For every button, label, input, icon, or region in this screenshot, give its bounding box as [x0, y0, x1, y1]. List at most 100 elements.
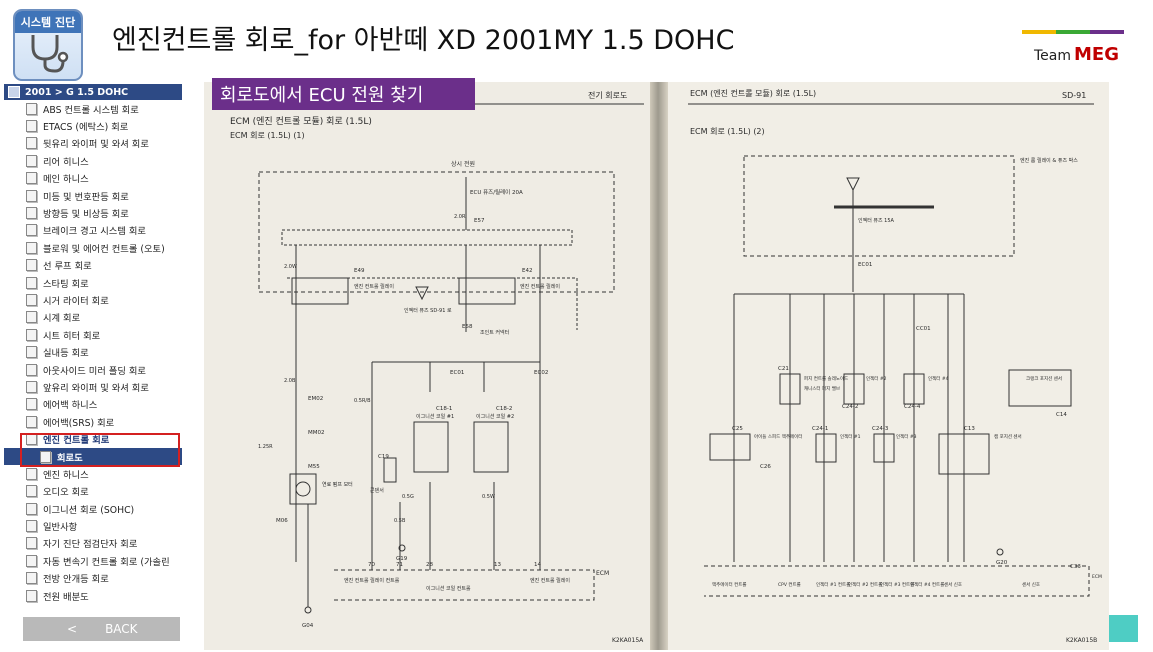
left-connector-label: E57: [474, 218, 485, 224]
left-wire-label: 2.0B: [284, 378, 296, 384]
tree-item[interactable]: 에어백(SRS) 회로: [4, 413, 182, 430]
tree-item[interactable]: 실내등 회로: [4, 343, 182, 360]
tree-item[interactable]: 아웃사이드 미러 폴딩 회로: [4, 361, 182, 378]
left-connector-label: EC01: [450, 370, 464, 376]
tree-item[interactable]: 미등 및 번호판등 회로: [4, 187, 182, 204]
tree-item[interactable]: 시거 라이터 회로: [4, 291, 182, 308]
brand-color-bar: [1022, 30, 1124, 34]
page-icon: [26, 293, 37, 306]
left-connector-label: G04: [302, 623, 314, 629]
tree-item[interactable]: 에어백 하니스: [4, 396, 182, 413]
tree-item[interactable]: 전원 배분도: [4, 587, 182, 604]
right-connector-label: C33: [1070, 564, 1081, 570]
tree-item[interactable]: 엔진 컨트롤 회로: [4, 430, 182, 447]
tree-item-label: 자기 진단 점검단자 회로: [43, 539, 138, 551]
right-page-code: K2KA015B: [1066, 637, 1097, 644]
app-logo[interactable]: 시스템 진단: [13, 9, 83, 81]
tree-item[interactable]: 블로워 및 에어컨 컨트롤 (오토): [4, 239, 182, 256]
app-logo-label: 시스템 진단: [15, 11, 81, 33]
page-title: 엔진컨트롤 회로_for 아반떼 XD 2001MY 1.5 DOHC: [112, 25, 735, 56]
right-bottom-label: 액추에이터 컨트롤: [712, 581, 747, 588]
left-wire-label: 0.5R/B: [354, 398, 371, 404]
tree-item[interactable]: 시트 히터 회로: [4, 326, 182, 343]
left-connector-label: C18-1: [436, 406, 452, 412]
tree-item[interactable]: 앞유리 와이퍼 및 와셔 회로: [4, 378, 182, 395]
tree-item-label: 스타팅 회로: [43, 278, 89, 290]
tree-item[interactable]: 자기 진단 점검단자 회로: [4, 535, 182, 552]
tree-item[interactable]: 뒷유리 와이퍼 및 와셔 회로: [4, 135, 182, 152]
tree-item[interactable]: 이그니션 회로 (SOHC): [4, 500, 182, 517]
left-ecm-label: ECM: [596, 570, 609, 577]
left-connector-label: M06: [276, 518, 288, 524]
bottom-mid-label: 이그니션 코일 컨트롤: [426, 585, 471, 592]
right-bottom-label: 센서 신호: [944, 581, 962, 588]
page-icon: [26, 398, 37, 411]
left-connector-label: E58: [462, 324, 473, 330]
tree-item[interactable]: 리어 히니스: [4, 152, 182, 169]
tree-item[interactable]: 오디오 회로: [4, 483, 182, 500]
tree-root-label: 2001 > G 1.5 DOHC: [25, 86, 129, 98]
right-connector-label: C24-1: [812, 426, 828, 432]
joint-connector-label: 조인트 커넥터: [480, 329, 509, 336]
book-icon: [8, 86, 20, 98]
left-connector-label: EC02: [534, 370, 548, 376]
page-icon: [26, 241, 37, 254]
left-terminal-number: 28: [426, 562, 433, 568]
left-terminal-number: 71: [396, 562, 403, 568]
tree-item[interactable]: 메인 하니스: [4, 170, 182, 187]
left-connector-label: EM02: [308, 396, 323, 402]
next-button[interactable]: [1109, 615, 1138, 642]
tree-item-label: 실내등 회로: [43, 348, 89, 360]
ignition-fuse-label: 인젝터 퓨즈 SD-91 로: [404, 307, 452, 314]
tree-item[interactable]: 선 루프 회로: [4, 257, 182, 274]
bottom-left-label: 엔진 컨트롤 릴레이 컨트롤: [344, 577, 400, 584]
left-wire-label: 2.0R: [454, 214, 466, 220]
page-icon: [26, 207, 37, 220]
page-icon: [26, 328, 37, 341]
page-icon: [26, 363, 37, 376]
right-component-label: 인젝터 #3: [896, 433, 917, 440]
page-icon: [26, 102, 37, 115]
right-connector-label: C21: [778, 366, 789, 372]
tree-item-label: 뒷유리 와이퍼 및 와셔 회로: [43, 139, 149, 151]
right-connector-label: C26: [760, 464, 771, 470]
page-icon: [26, 120, 37, 133]
tree-item[interactable]: 시계 회로: [4, 309, 182, 326]
tree-item-label: 앞유리 와이퍼 및 와셔 회로: [43, 382, 149, 394]
tree-child-item[interactable]: 회로도: [4, 447, 182, 466]
right-connector-label: C24-2: [842, 404, 858, 410]
right-component-label: 퍼지 컨트롤 솔레노이드: [804, 375, 848, 382]
left-wire-label: 1.25R: [258, 444, 273, 450]
bottom-right-label: 엔진 컨트롤 릴레이: [530, 577, 570, 584]
tree-item[interactable]: 자동 변속기 컨트롤 회로 (가솔린: [4, 552, 182, 569]
back-button[interactable]: < BACK: [23, 617, 180, 641]
page-icon: [26, 172, 37, 185]
tree-item[interactable]: 일반사항: [4, 517, 182, 534]
tree-item-label: 브레이크 경고 시스템 회로: [43, 226, 146, 238]
tree-item-label: ETACS (에탁스) 회로: [43, 122, 129, 134]
tree-item-label: 엔진 하니스: [43, 469, 89, 481]
tree-root[interactable]: 2001 > G 1.5 DOHC: [4, 84, 182, 100]
page-icon: [26, 520, 37, 533]
right-connector-label: C24-4: [904, 404, 921, 410]
tree-item[interactable]: 엔진 하니스: [4, 465, 182, 482]
tree-item[interactable]: ETACS (에탁스) 회로: [4, 117, 182, 134]
right-component-label: 인젝터 #2: [866, 375, 887, 382]
tree-item[interactable]: ABS 컨트롤 시스템 회로: [4, 100, 182, 117]
left-connector-label: E49: [354, 268, 365, 274]
page-icon: [26, 380, 37, 393]
tree-item[interactable]: 브레이크 경고 시스템 회로: [4, 222, 182, 239]
tree-item[interactable]: 스타팅 회로: [4, 274, 182, 291]
tree-item-label: 에어백(SRS) 회로: [43, 417, 115, 429]
page-icon: [40, 450, 51, 463]
tree-item-label: 시트 히터 회로: [43, 330, 101, 342]
right-connector-labels: EC01CC01C21C24-1C24-2C24-3C24-4C25C26C13…: [732, 262, 1081, 570]
tree-item[interactable]: 방향등 및 비상등 회로: [4, 204, 182, 221]
tree-item[interactable]: 전방 안개등 회로: [4, 570, 182, 587]
tree-item-label: 선 루프 회로: [43, 261, 92, 273]
left-terminal-number: 70: [368, 562, 375, 568]
